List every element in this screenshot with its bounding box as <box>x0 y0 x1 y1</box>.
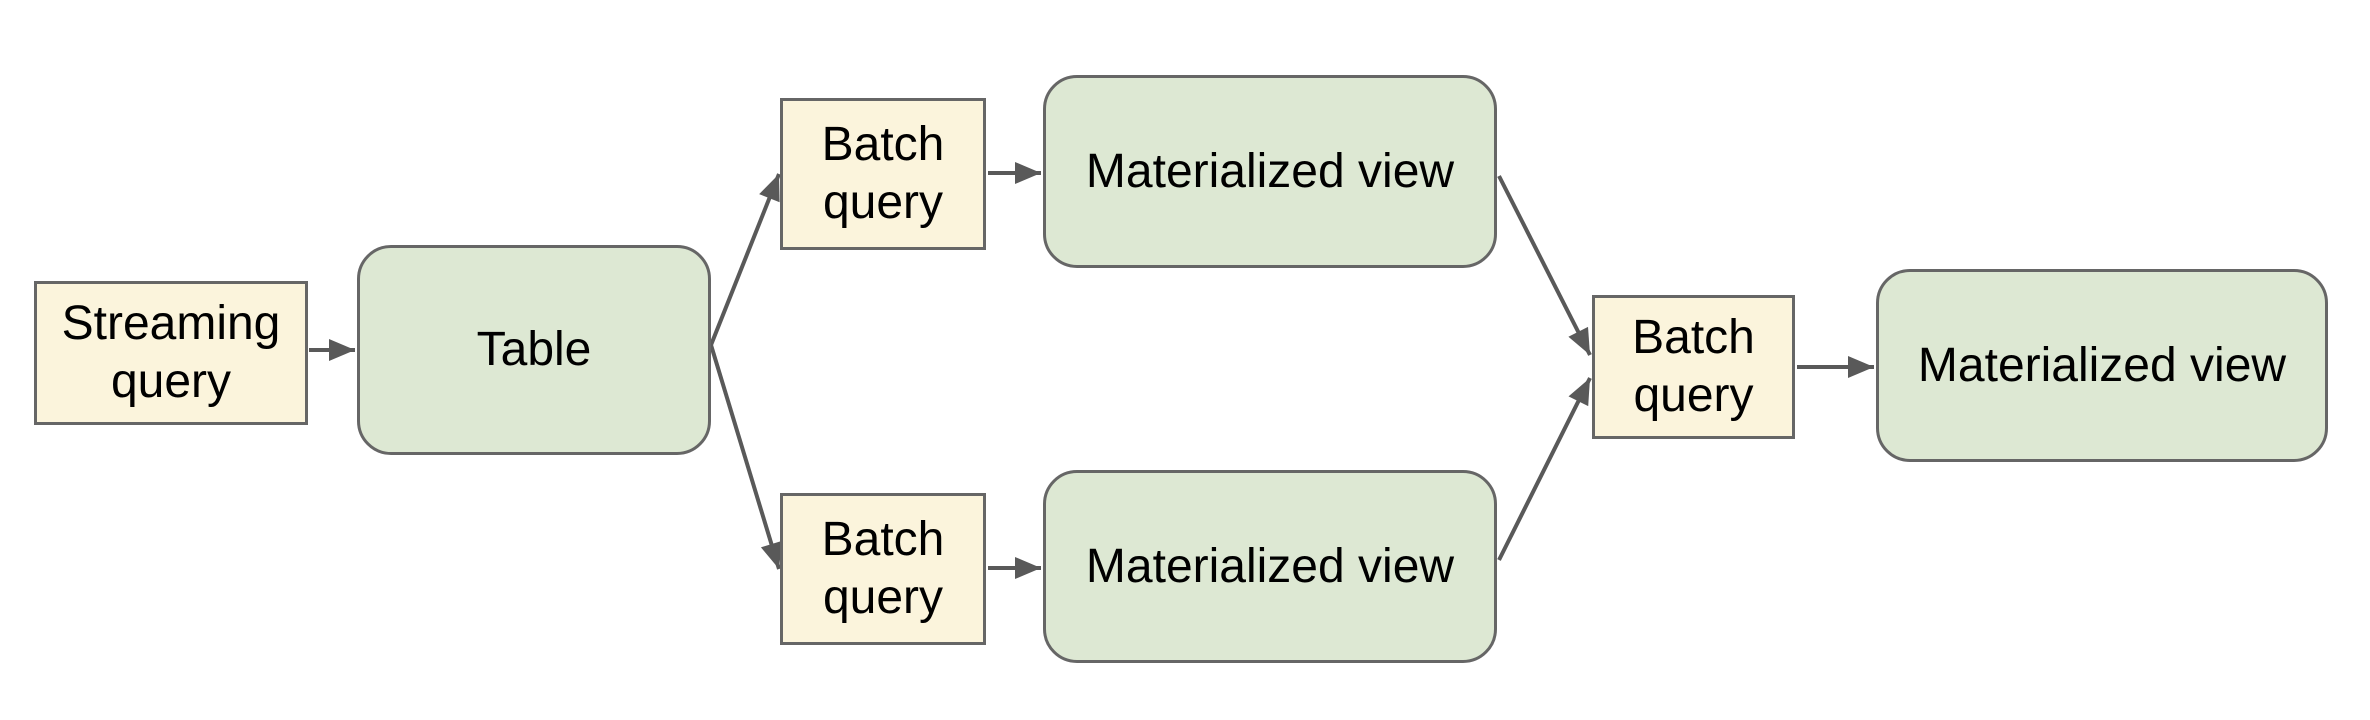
node-materialized-view-top-label: Materialized view <box>1085 144 1455 198</box>
node-batch-query-top: Batch query <box>780 98 986 250</box>
node-table: Table <box>357 245 711 455</box>
node-batch-query-top-label: Batch query <box>821 118 945 229</box>
node-materialized-view-bottom-label: Materialized view <box>1085 539 1455 593</box>
node-materialized-view-top: Materialized view <box>1043 75 1497 268</box>
arrow-table-to-batch-query-bottom <box>709 344 782 570</box>
arrow-table-to-batch-query-top <box>709 173 781 346</box>
node-batch-query-final: Batch query <box>1592 295 1795 439</box>
node-table-label: Table <box>476 323 592 377</box>
node-streaming-query: Streaming query <box>34 281 308 425</box>
node-batch-query-bottom-label: Batch query <box>821 513 945 624</box>
node-materialized-view-bottom: Materialized view <box>1043 470 1497 663</box>
node-streaming-query-label: Streaming query <box>61 297 281 408</box>
node-batch-query-bottom: Batch query <box>780 493 986 645</box>
arrow-mv-bottom-to-batch-query-final <box>1497 377 1592 561</box>
arrow-mv-top-to-batch-query-final <box>1497 175 1592 356</box>
node-materialized-view-final-label: Materialized view <box>1917 338 2287 392</box>
node-batch-query-final-label: Batch query <box>1632 311 1755 422</box>
node-materialized-view-final: Materialized view <box>1876 269 2328 462</box>
